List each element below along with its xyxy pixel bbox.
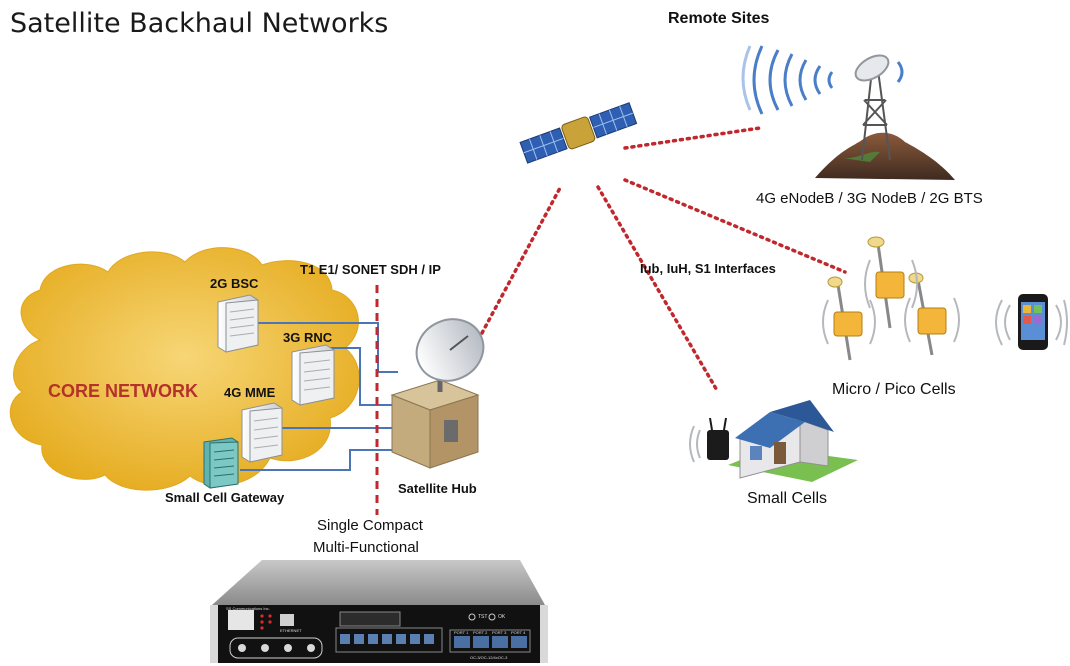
- cell-tower-mountain-icon: [815, 54, 955, 180]
- enodeb-label: 4G eNodeB / 3G NodeB / 2G BTS: [756, 190, 983, 207]
- device-port-4: PORT 4: [511, 630, 526, 635]
- satellite-links: [480, 126, 847, 394]
- small-cell-gateway-label: Small Cell Gateway: [165, 490, 285, 505]
- satellite-icon: [519, 102, 638, 164]
- device-brand: SS Communications Inc.: [226, 606, 270, 611]
- device-port-3: PORT 3: [492, 630, 507, 635]
- t1e1-label: T1 E1/ SONET SDH / IP: [300, 262, 441, 277]
- diagram-title: Satellite Backhaul Networks: [10, 8, 389, 39]
- device-oc-label: OC-3/OC-12/4xOC-3: [470, 655, 508, 660]
- micro-pico-label: Micro / Pico Cells: [832, 381, 956, 398]
- device-button-tst: TST: [478, 614, 488, 620]
- device-port-2: PORT 2: [473, 630, 488, 635]
- satellite-hub-label: Satellite Hub: [398, 481, 477, 496]
- signal-waves-icon: [741, 45, 904, 115]
- interfaces-label: Iub, IuH, S1 Interfaces: [640, 261, 776, 276]
- server-2g-bsc: [217, 294, 259, 353]
- compact-label-line1: Single Compact: [317, 517, 423, 534]
- device-ethernet-label: ETHERNET: [280, 628, 302, 633]
- device-button-ok: OK: [498, 614, 506, 620]
- rnc-label: 3G RNC: [283, 330, 333, 345]
- server-4g-mme: [241, 402, 283, 463]
- server-3g-rnc: [291, 344, 335, 406]
- small-cells-label: Small Cells: [747, 490, 828, 507]
- satellite-hub-icon: [390, 318, 485, 469]
- device-port-1: PORT 1: [454, 630, 469, 635]
- small-cell-gateway-device: [203, 437, 239, 489]
- micro-pico-cell-icon: [822, 236, 960, 361]
- rack-device: [210, 560, 548, 663]
- mme-label: 4G MME: [224, 385, 276, 400]
- smartphone-icon: [995, 294, 1068, 350]
- bsc-label: 2G BSC: [210, 276, 259, 291]
- core-network-label: CORE NETWORK: [48, 381, 198, 401]
- compact-label-line2: Multi-Functional: [313, 539, 419, 556]
- house-small-cell-icon: [689, 400, 858, 482]
- remote-sites-label: Remote Sites: [668, 10, 770, 27]
